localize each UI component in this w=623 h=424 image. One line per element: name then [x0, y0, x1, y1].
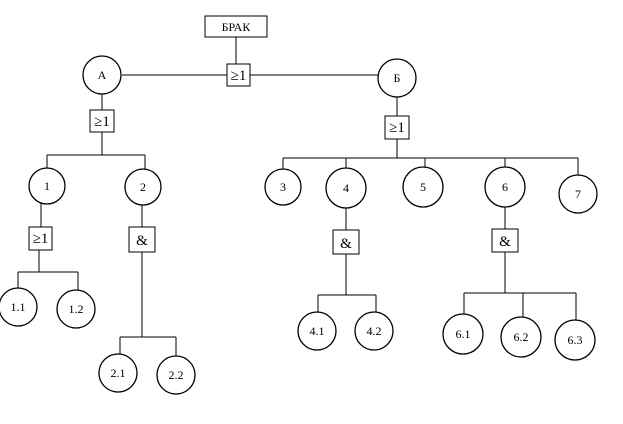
leaf-2-2-label: 2.2 [169, 368, 184, 382]
node-1-gate-symbol: ≥1 [33, 231, 49, 247]
top-event-box: БРАК [204, 15, 268, 38]
node-6-and-gate: & [491, 228, 519, 253]
top-or-gate: ≥1 [226, 63, 251, 87]
node-5: 5 [402, 166, 444, 208]
top-gate-symbol: ≥1 [231, 68, 247, 84]
node-1-or-gate: ≥1 [28, 226, 53, 251]
node-a-gate-symbol: ≥1 [94, 114, 110, 130]
node-4-and-gate: & [332, 229, 360, 255]
top-event-label: БРАК [222, 20, 252, 34]
node-2: 2 [124, 168, 162, 206]
node-3: 3 [264, 168, 302, 206]
node-2-and-gate: & [128, 226, 156, 253]
leaf-1-1: 1.1 [0, 287, 38, 327]
node-b: Б [377, 58, 417, 98]
node-a-or-gate: ≥1 [89, 109, 115, 133]
node-3-label: 3 [280, 180, 286, 194]
leaf-2-1-label: 2.1 [111, 366, 126, 380]
leaf-6-1: 6.1 [442, 313, 484, 355]
leaf-4-2-label: 4.2 [367, 324, 382, 338]
leaf-6-1-label: 6.1 [456, 327, 471, 341]
leaf-4-1-label: 4.1 [310, 324, 325, 338]
node-5-label: 5 [420, 180, 426, 194]
node-2-gate-symbol: & [136, 233, 148, 249]
node-7: 7 [558, 174, 598, 214]
leaf-6-2: 6.2 [500, 316, 542, 358]
leaf-1-2-label: 1.2 [69, 302, 84, 316]
node-4-label: 4 [343, 181, 349, 195]
node-6-gate-symbol: & [499, 234, 511, 250]
node-4-gate-symbol: & [340, 236, 352, 252]
node-7-label: 7 [575, 187, 581, 201]
node-1-label: 1 [44, 179, 50, 193]
node-4: 4 [325, 167, 367, 209]
leaf-4-1: 4.1 [297, 311, 337, 351]
leaf-1-1-label: 1.1 [11, 300, 26, 314]
connector-lines [17, 37, 579, 356]
leaf-2-1: 2.1 [98, 353, 138, 393]
node-b-label: Б [394, 71, 401, 85]
node-b-or-gate: ≥1 [384, 115, 410, 140]
node-2-label: 2 [140, 180, 146, 194]
node-a: А [82, 55, 122, 95]
node-6-label: 6 [502, 180, 508, 194]
node-6: 6 [484, 166, 526, 208]
leaf-6-3: 6.3 [554, 319, 596, 361]
leaf-4-2: 4.2 [354, 311, 394, 351]
node-a-label: А [98, 68, 107, 82]
node-1: 1 [28, 167, 66, 205]
node-b-gate-symbol: ≥1 [389, 120, 405, 136]
leaf-6-3-label: 6.3 [568, 333, 583, 347]
leaf-2-2: 2.2 [156, 355, 196, 395]
leaf-6-2-label: 6.2 [514, 330, 529, 344]
leaf-1-2: 1.2 [56, 289, 96, 329]
